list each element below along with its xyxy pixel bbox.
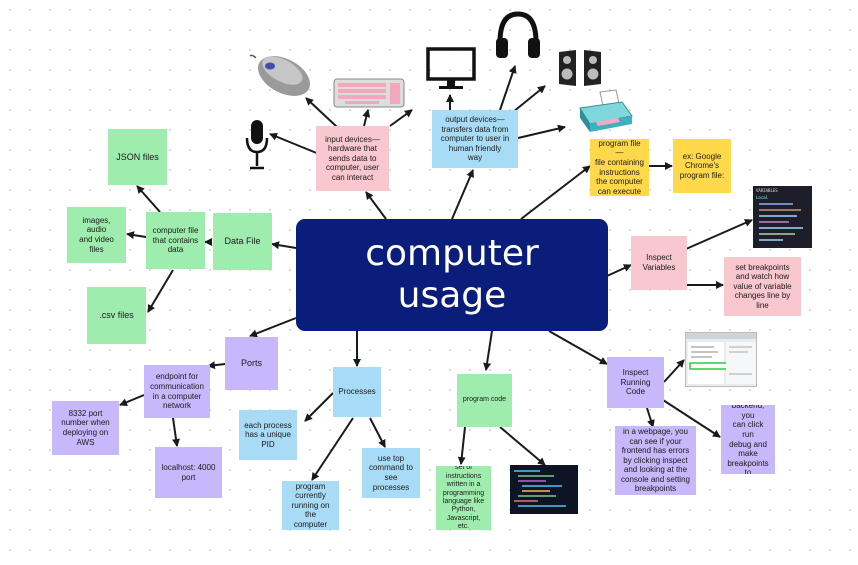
note-csv-files: .csv files	[87, 287, 146, 344]
note-computer-file: computer file that contains data	[146, 212, 205, 269]
headphones-icon	[494, 10, 542, 62]
note-webpage-inspect: in a webpage, you can see if your fronte…	[615, 426, 696, 495]
note-endpoint: endpoint for communication in a computer…	[144, 365, 210, 418]
monitor-icon	[426, 47, 476, 91]
speakers-icon	[556, 48, 604, 88]
note-processes: Processes	[333, 367, 381, 417]
note-inspect-running-code: Inspect Running Code	[607, 357, 664, 408]
code-screenshot	[510, 465, 578, 514]
note-instructions: set of instructions written in a program…	[436, 466, 491, 530]
mouse-icon	[248, 52, 314, 98]
devtools-screenshot	[685, 332, 757, 387]
note-set-breakpoints: set breakpoints and watch how value of v…	[724, 257, 801, 316]
variables-screenshot: VARIABLES Local	[753, 186, 812, 248]
printer-icon	[574, 88, 634, 136]
note-input-devices: input devices— hardware that sends data …	[316, 126, 389, 191]
central-topic: computer usage	[296, 219, 608, 331]
note-output-devices: output devices— transfers data from comp…	[432, 110, 518, 168]
microphone-icon	[244, 118, 270, 172]
note-ports: Ports	[225, 337, 278, 390]
keyboard-icon	[333, 78, 405, 108]
variables-header: VARIABLES	[756, 188, 778, 193]
note-unique-pid: each process has a unique PID	[239, 410, 297, 460]
note-json-files: JSON files	[108, 129, 167, 185]
note-vscode-debug: in vscode backend, you can click run deb…	[721, 405, 775, 474]
note-program-file: program file— file containing instructio…	[590, 139, 649, 196]
note-images-audio-video: images, audio and video files	[67, 207, 126, 263]
variables-local: Local	[756, 195, 769, 200]
note-top-command: use top command to see processes	[362, 448, 420, 498]
note-data-file: Data File	[213, 213, 272, 270]
note-port-8332: 8332 port number when deploying on AWS	[52, 401, 119, 455]
note-running-program: program currently running on the compute…	[282, 481, 339, 530]
note-program-code: program code	[457, 374, 512, 427]
note-inspect-variables: Inspect Variables	[631, 236, 687, 290]
note-localhost: localhost: 4000 port	[155, 447, 222, 498]
note-chrome-example: ex: Google Chrome's program file:	[673, 139, 731, 193]
